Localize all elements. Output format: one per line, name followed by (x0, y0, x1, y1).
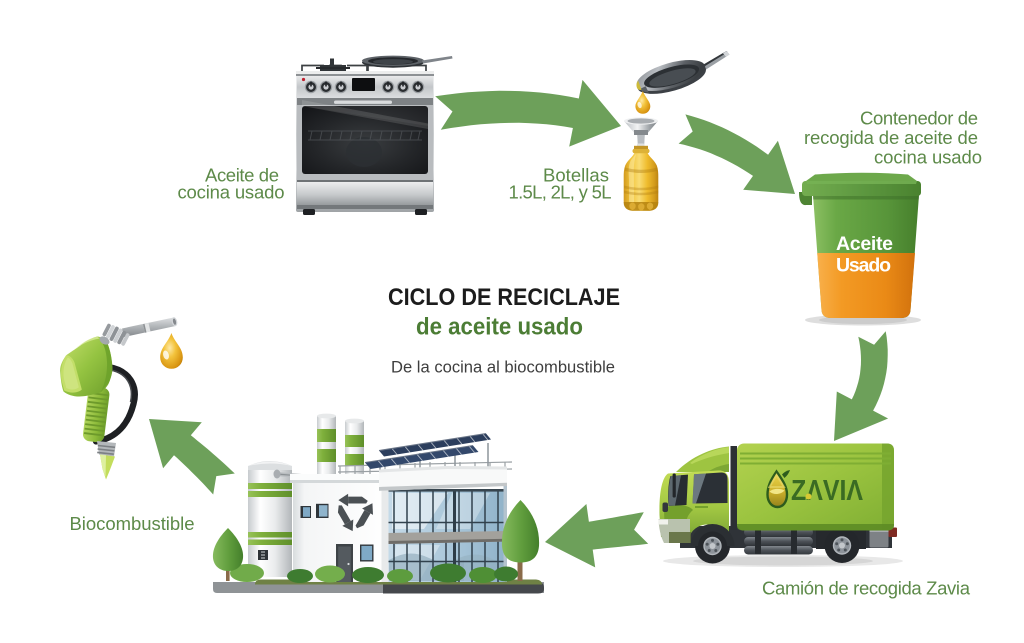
svg-text:Camión de recogida Zavia: Camión de recogida Zavia (762, 578, 971, 599)
svg-text:Aceite: Aceite (836, 233, 893, 255)
svg-text:cocina usado: cocina usado (178, 182, 285, 203)
svg-text:cocina usado: cocina usado (874, 147, 982, 168)
svg-text:Aceite de: Aceite de (205, 165, 279, 186)
svg-text:Contenedor de: Contenedor de (860, 108, 978, 129)
svg-text:Botellas: Botellas (543, 165, 609, 186)
svg-text:De la cocina al biocombustible: De la cocina al biocombustible (391, 358, 615, 376)
svg-text:de aceite usado: de aceite usado (416, 314, 583, 341)
svg-text:ZΛVIΛ: ZΛVIΛ (791, 475, 863, 507)
svg-text:Usado: Usado (836, 255, 891, 277)
svg-text:recogida de aceite de: recogida de aceite de (804, 127, 978, 148)
svg-text:CICLO DE RECICLAJE: CICLO DE RECICLAJE (388, 284, 620, 311)
svg-text:1.5L, 2L, y 5L: 1.5L, 2L, y 5L (509, 182, 612, 203)
svg-text:Biocombustible: Biocombustible (70, 513, 195, 534)
